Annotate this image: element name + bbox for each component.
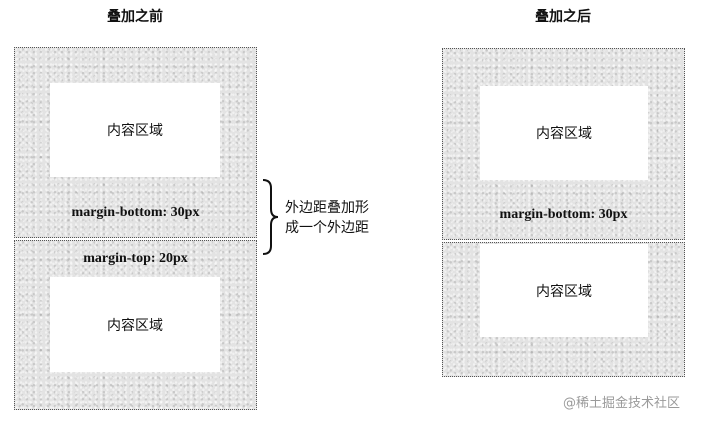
annotation-line-2: 成一个外边距 [285, 220, 369, 236]
collapse-annotation: 外边距叠加形 成一个外边距 [285, 198, 369, 238]
before-top-content-area: 内容区域 [50, 83, 220, 177]
after-top-box: 内容区域 margin-bottom: 30px [442, 48, 685, 240]
after-top-content-label: 内容区域 [536, 126, 592, 142]
before-top-content-label: 内容区域 [107, 123, 163, 139]
annotation-line-1: 外边距叠加形 [285, 200, 369, 216]
watermark: @稀土掘金技术社区 [563, 396, 681, 411]
after-margin-bottom-label: margin-bottom: 30px [499, 207, 628, 222]
before-margin-bottom-label: margin-bottom: 30px [71, 205, 200, 220]
after-bottom-box: 内容区域 [442, 242, 685, 377]
after-bottom-content-area: 内容区域 [480, 244, 648, 337]
curly-brace-icon [262, 179, 279, 255]
before-title: 叠加之前 [107, 9, 163, 25]
after-top-content-area: 内容区域 [480, 86, 648, 180]
before-top-box: 内容区域 margin-bottom: 30px [14, 47, 257, 238]
before-margin-top-label: margin-top: 20px [83, 251, 188, 266]
before-bottom-box: margin-top: 20px 内容区域 [14, 240, 257, 410]
after-bottom-content-label: 内容区域 [536, 283, 592, 300]
before-bottom-content-label: 内容区域 [107, 317, 163, 334]
before-bottom-content-area: 内容区域 [50, 277, 220, 372]
after-title: 叠加之后 [535, 9, 591, 25]
